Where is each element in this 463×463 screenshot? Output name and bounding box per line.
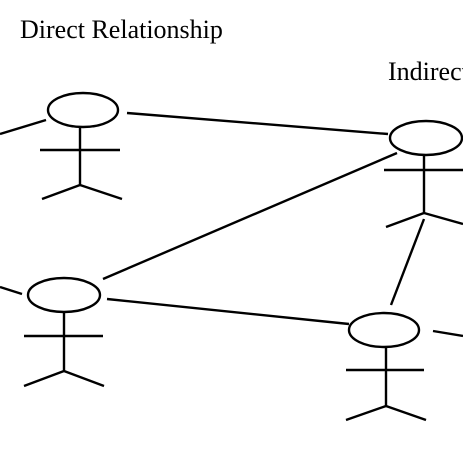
connection-c-d: [106, 297, 350, 326]
person-a-icon: [40, 91, 123, 201]
connection-a-b: [126, 111, 389, 136]
connection-b-d: [389, 218, 426, 306]
person-c-icon: [23, 276, 105, 388]
indirect-relationship-label: Indirect Relationship: [388, 57, 463, 86]
person-d-icon: [345, 311, 427, 422]
direct-relationship-label: Direct Relationship: [20, 15, 223, 44]
connections: [0, 111, 463, 338]
connection-a-offscreen: [0, 118, 47, 136]
person-b-icon: [384, 119, 463, 229]
connection-c-offscreen: [0, 285, 23, 296]
connection-c-b: [102, 151, 398, 281]
connection-d-offscreen: [432, 329, 463, 338]
